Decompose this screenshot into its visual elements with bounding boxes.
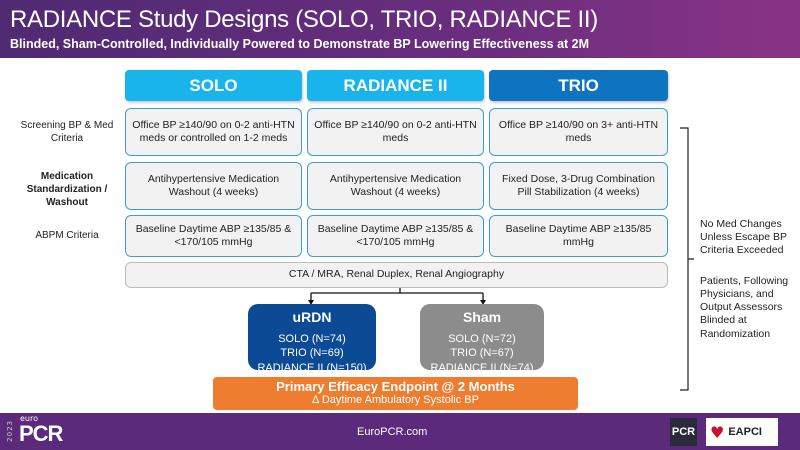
- cell-radiance-screening: Office BP ≥140/90 on 0-2 anti-HTN meds: [307, 108, 484, 156]
- row-label-screening: Screening BP & Med Criteria: [20, 120, 114, 144]
- side-note-blinding: Patients, Following Physicians, and Outp…: [700, 275, 789, 340]
- arm-line: TRIO (N=69): [280, 347, 344, 360]
- cell-trio-washout: Fixed Dose, 3-Drug Combination Pill Stab…: [489, 162, 668, 210]
- arm-line: SOLO (N=74): [278, 333, 346, 346]
- column-header-trio: TRIO: [489, 70, 668, 101]
- row-label-abpm: ABPM Criteria: [35, 230, 99, 241]
- arm-line: RADIANCE II (N=74): [430, 361, 534, 374]
- cell-trio-abpm: Baseline Daytime ABP ≥135/85 mmHg: [489, 215, 668, 257]
- column-header-solo: SOLO: [125, 70, 302, 101]
- slide-title: RADIANCE Study Designs (SOLO, TRIO, RADI…: [10, 6, 598, 33]
- arm-urdn-title: uRDN: [292, 309, 332, 325]
- column-header-radiance-ii: RADIANCE II: [307, 70, 484, 101]
- cell-trio-screening: Office BP ≥140/90 on 3+ anti-HTN meds: [489, 108, 668, 156]
- row-label-washout: Medication Standardization / Washout: [26, 171, 108, 208]
- arm-line: RADIANCE II (N=150): [257, 361, 367, 374]
- cell-solo-washout: Antihypertensive Medication Washout (4 w…: [125, 162, 302, 210]
- cell-radiance-washout: Antihypertensive Medication Washout (4 w…: [307, 162, 484, 210]
- arm-sham: Sham SOLO (N=72) TRIO (N=67) RADIANCE II…: [420, 304, 544, 374]
- slide-subtitle: Blinded, Sham-Controlled, Individually P…: [10, 37, 590, 51]
- footer-bar: [0, 413, 800, 450]
- eapci-text: EAPCI: [728, 426, 762, 438]
- arm-line: TRIO (N=67): [450, 347, 514, 360]
- arm-sham-title: Sham: [462, 309, 502, 325]
- endpoint-box: Primary Efficacy Endpoint @ 2 Months Δ D…: [213, 377, 578, 410]
- pcr-badge: PCR: [670, 418, 697, 446]
- imaging-box: CTA / MRA, Renal Duplex, Renal Angiograp…: [125, 262, 668, 288]
- arm-urdn: uRDN SOLO (N=74) TRIO (N=69) RADIANCE II…: [248, 304, 376, 374]
- side-note-med-changes: No Med Changes Unless Escape BP Criteria…: [700, 218, 787, 257]
- cell-solo-screening: Office BP ≥140/90 on 0-2 anti-HTN meds o…: [125, 108, 302, 156]
- endpoint-title: Primary Efficacy Endpoint @ 2 Months: [276, 379, 515, 394]
- footer-url[interactable]: EuroPCR.com: [357, 426, 428, 438]
- endpoint-subtitle: Δ Daytime Ambulatory Systolic BP: [312, 394, 479, 406]
- arm-line: SOLO (N=72): [448, 333, 516, 346]
- heart-icon: ♥: [710, 422, 725, 442]
- cell-solo-abpm: Baseline Daytime ABP ≥135/85 & <170/105 …: [125, 215, 302, 257]
- eapci-logo: ♥ EAPCI: [706, 418, 778, 446]
- europcr-logo: PCR: [19, 421, 63, 446]
- cell-radiance-abpm: Baseline Daytime ABP ≥135/85 & <170/105 …: [307, 215, 484, 257]
- logo-year: 2023: [6, 420, 14, 442]
- bracket: [680, 127, 694, 391]
- logo-euro: euro: [20, 414, 38, 423]
- header-bar: [0, 0, 800, 58]
